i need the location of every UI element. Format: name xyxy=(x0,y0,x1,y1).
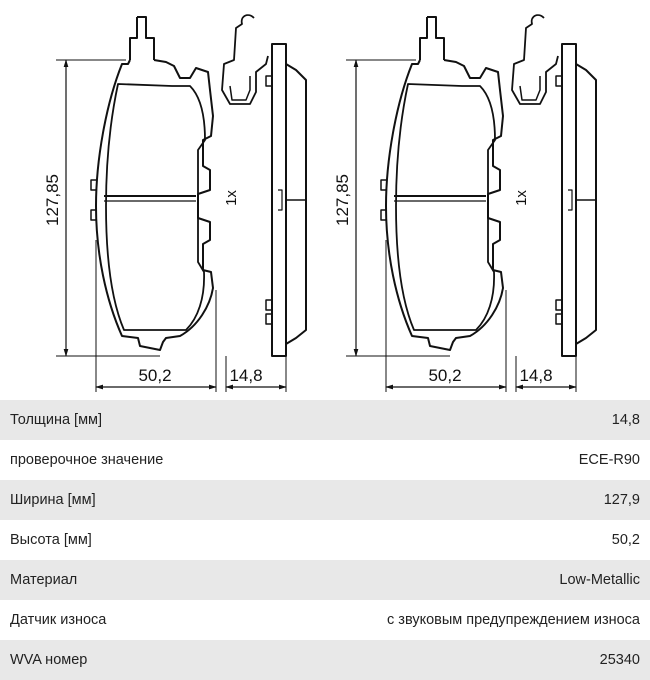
height-dimension-label: 127,85 xyxy=(333,174,352,226)
brake-pad-drawing: 127,85 50,2 14,8 1x 127,85 50,2 14,8 1x xyxy=(43,0,650,400)
spec-row-wear-sensor: Датчик износа с звуковым предупреждением… xyxy=(0,600,650,640)
spec-row-test-value: проверочное значение ECE-R90 xyxy=(0,440,650,480)
spec-value: Low-Metallic xyxy=(559,572,640,588)
thickness-dimension-label: 14,8 xyxy=(519,366,552,385)
spec-value: 14,8 xyxy=(611,412,640,428)
spec-label: Материал xyxy=(10,572,78,588)
spec-label: Высота [мм] xyxy=(10,532,92,548)
width-dimension-label: 50,2 xyxy=(428,366,461,385)
spec-row-height: Высота [мм] 50,2 xyxy=(0,520,650,560)
spec-value: ECE-R90 xyxy=(578,452,640,468)
spec-value: 127,9 xyxy=(603,492,640,508)
specifications-table: Толщина [мм] 14,8 проверочное значение E… xyxy=(0,400,650,680)
spec-label: Датчик износа xyxy=(10,612,107,628)
pad-view-right: 127,85 50,2 14,8 1x xyxy=(333,15,596,392)
spec-label: WVA номер xyxy=(10,652,88,668)
quantity-label: 1x xyxy=(513,190,530,206)
spec-row-thickness: Толщина [мм] 14,8 xyxy=(0,400,650,440)
spec-row-wva-number: WVA номер 25340 xyxy=(0,640,650,680)
width-dimension-label: 50,2 xyxy=(138,366,171,385)
thickness-dimension-label: 14,8 xyxy=(229,366,262,385)
spec-value: 25340 xyxy=(599,652,640,668)
spec-value: с звуковым предупреждением износа xyxy=(387,612,640,628)
pad-view-left: 127,85 50,2 14,8 1x xyxy=(43,15,306,392)
spec-value: 50,2 xyxy=(611,532,640,548)
quantity-label: 1x xyxy=(223,190,240,206)
spec-row-width: Ширина [мм] 127,9 xyxy=(0,480,650,520)
spec-label: проверочное значение xyxy=(10,452,164,468)
technical-drawing-svg: 127,85 50,2 14,8 1x 127,85 50,2 14,8 1x xyxy=(43,0,650,400)
height-dimension-label: 127,85 xyxy=(43,174,62,226)
spec-label: Толщина [мм] xyxy=(10,412,103,428)
spec-row-material: Материал Low-Metallic xyxy=(0,560,650,600)
spec-label: Ширина [мм] xyxy=(10,492,96,508)
